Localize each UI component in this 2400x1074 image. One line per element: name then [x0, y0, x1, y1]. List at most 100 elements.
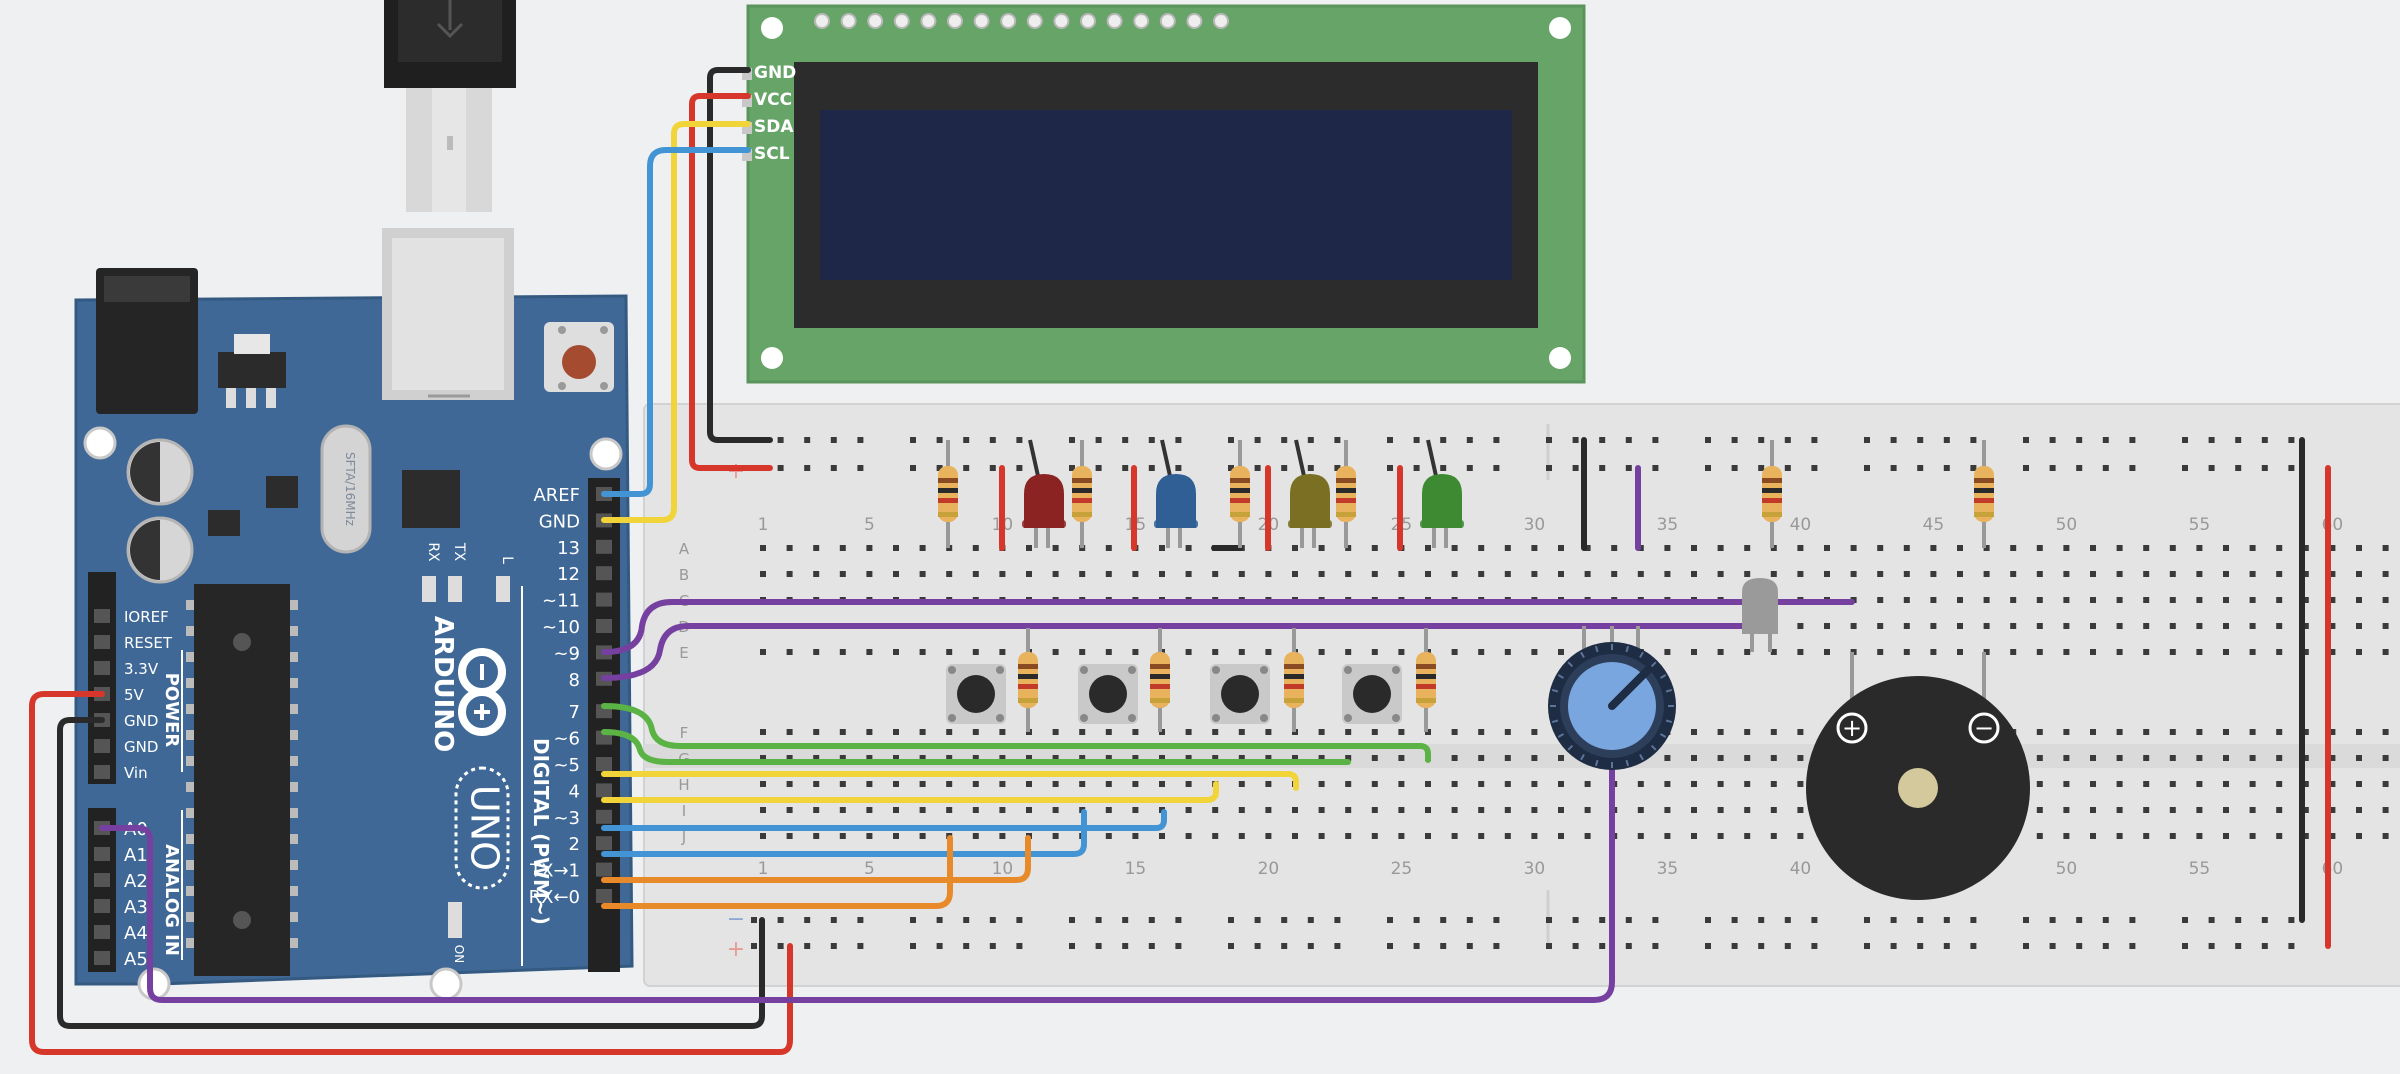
pushbutton-3[interactable] [1210, 664, 1270, 724]
digital-pin-label: RX←0 [529, 887, 580, 908]
pushbutton-4[interactable] [1342, 664, 1402, 724]
column-number-bottom: 55 [2189, 859, 2211, 879]
tx-led-label: TX [451, 542, 467, 562]
analog-pin-label: A1 [124, 845, 148, 866]
analog-pin-socket[interactable] [94, 951, 110, 965]
resistor-4[interactable] [1336, 440, 1356, 548]
wire-orange-2 [601, 835, 953, 909]
analog-pin-socket[interactable] [94, 899, 110, 913]
power-pin-label: RESET [124, 634, 173, 652]
pulldown-resistor-2[interactable] [1150, 628, 1170, 732]
column-number-bottom: 15 [1125, 859, 1147, 879]
digital-pin-socket[interactable] [596, 757, 612, 771]
column-number-bottom: 25 [1391, 859, 1413, 879]
pulldown-resistor-4[interactable] [1416, 628, 1436, 732]
column-number-bottom: 35 [1657, 859, 1679, 879]
led-green[interactable] [1420, 439, 1464, 548]
digital-pin-label: GND [539, 511, 580, 532]
column-number-top: 50 [2056, 515, 2078, 535]
led-blue[interactable] [1154, 439, 1198, 548]
led-red[interactable] [1022, 439, 1066, 548]
analog-pin-socket[interactable] [94, 925, 110, 939]
digital-pin-label: 8 [569, 670, 580, 691]
digital-pin-label: ~11 [542, 591, 580, 612]
column-number-top: 45 [1923, 515, 1945, 535]
power-pin-label: Vin [124, 764, 148, 782]
power-pin-socket[interactable] [94, 635, 110, 649]
wire-a0-purple [99, 737, 1615, 1003]
digital-pin-socket[interactable] [596, 783, 612, 798]
pulldown-resistor-1[interactable] [1018, 628, 1038, 732]
led-grey[interactable] [1742, 578, 1778, 652]
digital-pin-socket[interactable] [596, 566, 612, 581]
analog-pin-label: A5 [124, 949, 148, 970]
rail-plus-label: + [727, 937, 745, 962]
resistor-2[interactable] [1072, 440, 1092, 548]
arduino-uno-board[interactable]: SFTA/16MHz RX TX L ARDUINO UNO ON DIGITA… [74, 228, 634, 1001]
piezo-buzzer[interactable]: + − [1806, 652, 2030, 900]
row-letter: E [679, 644, 688, 662]
pulldown-resistor-3[interactable] [1284, 628, 1304, 732]
column-number-bottom: 20 [1258, 859, 1280, 879]
pushbutton-2[interactable] [1078, 664, 1138, 724]
analog-pin-socket[interactable] [94, 847, 110, 861]
potentiometer[interactable] [1548, 626, 1676, 770]
power-pin-label: GND [124, 712, 158, 730]
resistor-3[interactable] [1230, 440, 1250, 548]
column-number-top: 1 [758, 515, 769, 535]
rail-plus-label-top: + [727, 459, 745, 484]
arduino-brand: ARDUINO [428, 616, 458, 752]
uno-label: UNO [463, 785, 507, 871]
column-number-top: 60 [2322, 515, 2344, 535]
wire-5v-red [29, 691, 793, 1055]
digital-pin-label: 7 [569, 702, 580, 723]
wire-lcd-scl [601, 147, 751, 497]
wire-green-8 [601, 729, 1351, 765]
power-pin-socket[interactable] [94, 609, 110, 623]
column-number-bottom: 1 [758, 859, 769, 879]
lcd-screen [820, 110, 1512, 280]
wire-lcd-gnd [707, 67, 773, 443]
wires [29, 67, 2331, 1055]
digital-pin-socket[interactable] [596, 862, 612, 877]
column-number-top: 35 [1657, 515, 1679, 535]
digital-pin-socket[interactable] [596, 836, 612, 851]
power-pin-socket[interactable] [94, 661, 110, 675]
digital-pin-socket[interactable] [596, 539, 612, 554]
power-pin-socket[interactable] [94, 765, 110, 779]
power-pin-label: 3.3V [124, 660, 159, 678]
usb-cable [384, 0, 516, 212]
column-number-bottom: 50 [2056, 859, 2078, 879]
rail-minus-label: − [727, 907, 745, 932]
column-number-bottom: 30 [1524, 859, 1546, 879]
resistor-6[interactable] [1974, 440, 1994, 548]
on-led-label: ON [452, 945, 466, 963]
wire-yellow-6 [601, 781, 1219, 803]
wire-purple-10 [601, 623, 1763, 681]
digital-pin-socket[interactable] [596, 619, 612, 633]
resistor-1[interactable] [938, 440, 958, 548]
digital-pin-socket[interactable] [596, 592, 612, 607]
row-letter: B [679, 566, 689, 584]
wire-lcd-vcc [689, 93, 773, 471]
analog-pin-label: A3 [124, 897, 148, 918]
pushbutton-1[interactable] [946, 664, 1006, 724]
digital-pin-socket[interactable] [596, 809, 612, 824]
resistor-5[interactable] [1762, 440, 1782, 548]
row-letter: A [679, 540, 690, 558]
wire-yellow-7 [601, 771, 1299, 791]
wire-orange-3 [601, 835, 1031, 883]
row-letter: I [682, 802, 686, 820]
digital-pin-label: 13 [557, 538, 580, 559]
lcd-pin-label: VCC [754, 90, 792, 110]
digital-pin-socket[interactable] [596, 889, 612, 903]
analog-pin-socket[interactable] [94, 873, 110, 887]
led-olive[interactable] [1288, 439, 1332, 548]
wire-green-9 [601, 703, 1431, 763]
digital-pin-label: ~6 [553, 729, 580, 750]
digital-pin-label: ~3 [553, 808, 580, 829]
power-pin-socket[interactable] [94, 739, 110, 753]
